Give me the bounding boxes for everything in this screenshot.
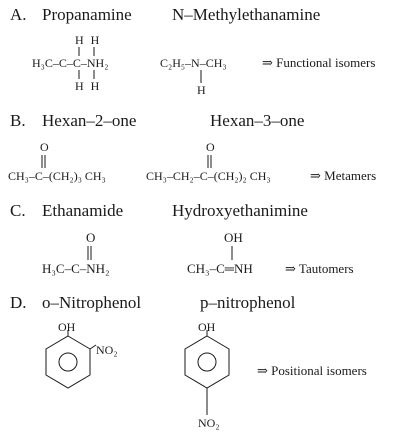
d-left-bond-no2 bbox=[89, 344, 97, 350]
a-right-chain: C₂H₅–N–CH₃ bbox=[160, 56, 227, 70]
b-right-chain: CH₃–CH₂–C–(CH₂)₂ CH₃ bbox=[146, 169, 271, 183]
b-right-o: O bbox=[206, 140, 215, 154]
c-right-oh: OH bbox=[224, 230, 243, 245]
d-right-aromatic-circle bbox=[197, 352, 217, 372]
section-a-relation: ⇒ Functional isomers bbox=[262, 55, 376, 70]
section-d-relation: ⇒ Positional isomers bbox=[257, 363, 367, 378]
d-left-aromatic-circle bbox=[58, 352, 78, 372]
section-d-right-name: p–nitrophenol bbox=[200, 293, 296, 312]
b-left-o: O bbox=[40, 140, 49, 154]
b-left-chain: CH₃–C–(CH₂)₃ CH₃ bbox=[8, 169, 106, 183]
section-c-relation: ⇒ Tautomers bbox=[285, 261, 354, 276]
c-left-o: O bbox=[86, 230, 96, 245]
section-c-right-name: Hydroxyethanimine bbox=[172, 201, 308, 220]
d-left-benzene-ring bbox=[45, 335, 91, 389]
section-d-letter: D. bbox=[10, 293, 27, 312]
section-b-letter: B. bbox=[10, 111, 26, 130]
a-left-h-top: H H bbox=[75, 33, 102, 47]
section-a-left-name: Propanamine bbox=[42, 5, 132, 24]
a-right-h: H bbox=[197, 83, 206, 97]
d-right-oh: OH bbox=[198, 320, 216, 334]
c-left-chain: H₃C–C–NH₂ bbox=[42, 261, 110, 276]
section-c-left-name: Ethanamide bbox=[42, 201, 124, 220]
c-right-chain: CH₃–C═NH bbox=[187, 261, 253, 276]
a-left-h-bottom: H H bbox=[75, 79, 102, 93]
d-right-benzene-ring bbox=[184, 335, 230, 389]
section-b-right-name: Hexan–3–one bbox=[210, 111, 305, 130]
d-right-no2: NO₂ bbox=[198, 416, 220, 430]
a-left-chain: H₃C–C–C–NH₂ bbox=[32, 56, 109, 70]
section-c-letter: C. bbox=[10, 201, 26, 220]
d-left-oh: OH bbox=[58, 320, 76, 334]
section-d-left-name: o–Nitrophenol bbox=[42, 293, 142, 312]
d-left-no2: NO₂ bbox=[96, 343, 118, 357]
section-b-relation: ⇒ Metamers bbox=[310, 168, 377, 183]
section-a-right-name: N–Methylethanamine bbox=[172, 5, 321, 24]
section-a-letter: A. bbox=[10, 5, 27, 24]
section-b-left-name: Hexan–2–one bbox=[42, 111, 137, 130]
